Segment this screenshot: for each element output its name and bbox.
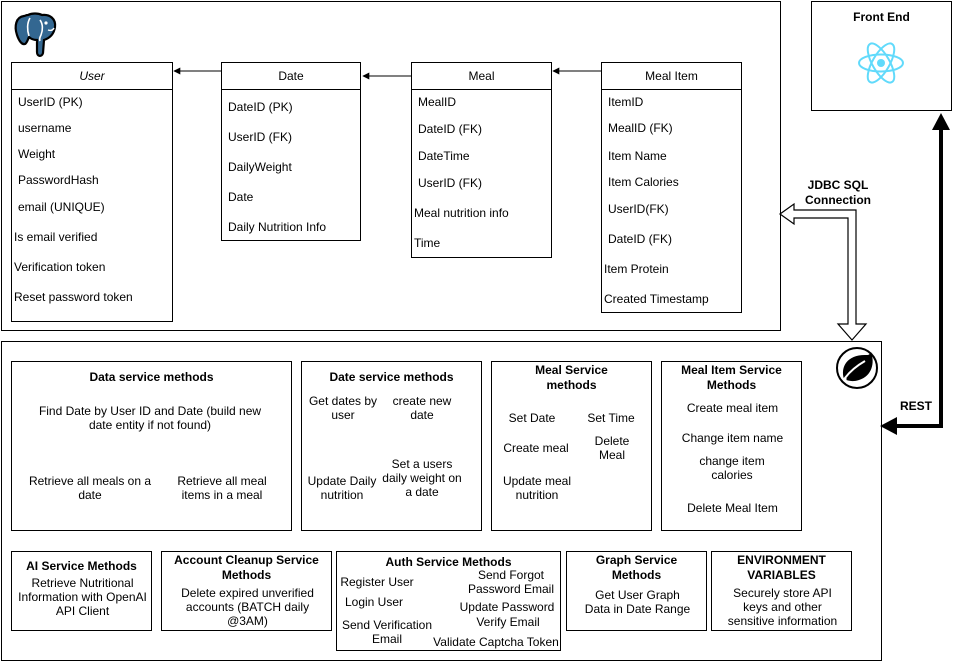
data-service-method: Retrieve all meals on a date [28, 474, 152, 502]
meal-field: MealID [418, 95, 457, 109]
meal-item-field: Item Calories [608, 175, 679, 189]
meal-field: Time [414, 236, 441, 250]
user-field: Reset password token [14, 290, 133, 304]
user-field: Verification token [14, 260, 106, 274]
date-service-box: Date service methods Get dates by user c… [301, 361, 482, 531]
env-variables-title: ENVIRONMENT VARIABLES [737, 553, 826, 582]
auth-service-title: Auth Service Methods [385, 555, 512, 569]
data-service-method: Retrieve all meal items in a meal [177, 474, 267, 502]
graph-service-box: Graph Service Methods Get User Graph Dat… [566, 551, 707, 631]
date-field: Daily Nutrition Info [228, 220, 327, 234]
meal-item-service-method: Create meal item [686, 401, 779, 415]
user-table: User UserID (PK) username Weight Passwor… [11, 62, 173, 322]
date-field: Date [228, 190, 254, 204]
date-service-method: Update Daily nutrition [307, 474, 377, 502]
meal-item-field: DateID (FK) [608, 232, 673, 246]
date-service-method: create new date [392, 394, 452, 422]
spring-leaf-icon [836, 347, 878, 389]
meal-item-field: MealID (FK) [608, 121, 673, 135]
rest-connection-line [888, 128, 943, 428]
meal-item-field: Created Timestamp [604, 292, 709, 306]
meal-service-method: Set Date [508, 411, 556, 425]
meal-service-method: Create meal [503, 441, 569, 455]
date-field: DailyWeight [228, 160, 292, 174]
rest-label: REST [899, 399, 932, 413]
env-variables-description: Securely store API keys and other sensit… [727, 586, 838, 628]
user-field: username [18, 121, 72, 135]
date-field: UserID (FK) [228, 130, 292, 144]
meal-service-title: Meal Service methods [535, 363, 608, 392]
user-field: Weight [18, 147, 56, 161]
user-field: UserID (PK) [18, 95, 83, 109]
meal-item-service-box: Meal Item Service Methods Create meal it… [661, 361, 802, 531]
meal-field: DateID (FK) [418, 122, 483, 136]
env-variables-box: ENVIRONMENT VARIABLES Securely store API… [711, 551, 852, 631]
data-service-box: Data service methods Find Date by User I… [11, 361, 292, 531]
ai-service-title: AI Service Methods [26, 559, 137, 573]
frontend-title: Front End [853, 10, 910, 24]
auth-service-method: Send Forgot Password Email [467, 568, 555, 596]
date-table: Date DateID (PK) UserID (FK) DailyWeight… [221, 62, 361, 241]
ai-service-method: Retrieve Nutritional Information with Op… [18, 576, 147, 618]
rest-arrowhead-up [932, 113, 950, 130]
auth-service-method: Send Verification Email [341, 618, 433, 646]
meal-table: Meal MealID DateID (FK) DateTime UserID … [411, 62, 552, 258]
date-service-method: Set a users daily weight on a date [382, 457, 462, 499]
data-service-title: Data service methods [89, 370, 214, 384]
auth-service-method: Update Password [459, 600, 555, 614]
frontend-box: Front End [811, 1, 952, 111]
database-frame [1, 1, 781, 331]
ai-service-box: AI Service Methods Retrieve Nutritional … [11, 551, 152, 631]
postgresql-elephant-icon [14, 12, 57, 57]
cleanup-service-box: Account Cleanup Service Methods Delete e… [161, 551, 332, 631]
meal-item-table: Meal Item ItemID MealID (FK) Item Name I… [601, 62, 742, 313]
meal-item-service-title: Meal Item Service Methods [681, 363, 782, 392]
date-service-method: Get dates by user [308, 394, 378, 422]
data-service-method: Find Date by User ID and Date (build new… [38, 404, 262, 432]
meal-field: UserID (FK) [418, 176, 482, 190]
graph-service-title: Graph Service Methods [595, 553, 678, 582]
jdbc-connection-arrow [778, 202, 868, 341]
meal-table-title: Meal [412, 63, 551, 90]
meal-item-field: Item Name [608, 149, 667, 163]
meal-field: DateTime [418, 149, 470, 163]
user-field: email (UNIQUE) [18, 200, 105, 214]
meal-item-service-method: Delete Meal Item [687, 501, 778, 515]
meal-item-service-method: Change item name [681, 431, 784, 445]
cleanup-service-title: Account Cleanup Service Methods [174, 553, 319, 582]
auth-service-method: Validate Captcha Token [433, 635, 559, 649]
meal-service-method: Delete Meal [594, 434, 630, 462]
react-logo-icon [858, 42, 904, 84]
meal-item-field: ItemID [608, 95, 644, 109]
meal-item-table-title: Meal Item [602, 63, 741, 90]
auth-service-method: Login User [344, 595, 404, 609]
meal-service-box: Meal Service methods Set Date Set Time C… [491, 361, 652, 531]
graph-service-method: Get User Graph Data in Date Range [584, 588, 691, 616]
backend-frame [1, 341, 882, 661]
meal-item-field: Item Protein [604, 262, 669, 276]
user-field: Is email verified [14, 230, 98, 244]
user-field: PasswordHash [18, 173, 99, 187]
cleanup-service-method: Delete expired unverified accounts (BATC… [181, 586, 314, 628]
meal-field: Meal nutrition info [414, 206, 509, 220]
rest-arrowhead-left [880, 417, 897, 435]
date-table-title: Date [222, 63, 360, 90]
meal-service-method: Set Time [587, 411, 635, 425]
user-table-title: User [12, 63, 172, 90]
meal-item-service-method: change item calories [699, 454, 765, 482]
jdbc-label: JDBC SQL Connection [805, 178, 871, 207]
date-service-title: Date service methods [329, 370, 454, 384]
auth-service-box: Auth Service Methods Register User Send … [336, 551, 561, 651]
meal-item-field: UserID(FK) [608, 202, 669, 216]
auth-service-method: Register User [340, 575, 414, 589]
meal-service-method: Update meal nutrition [502, 474, 572, 502]
auth-service-method: Verify Email [476, 615, 540, 629]
date-field: DateID (PK) [228, 100, 293, 114]
